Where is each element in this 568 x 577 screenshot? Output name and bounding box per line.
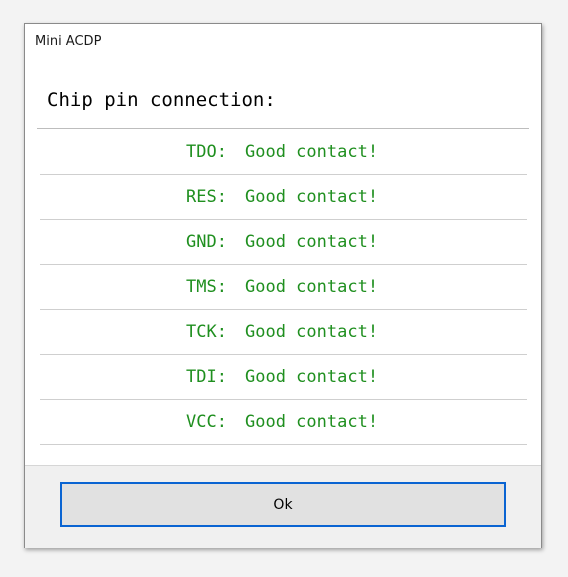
pin-row-tms: TMS: Good contact! xyxy=(40,265,527,310)
pin-status: Good contact! xyxy=(245,322,379,342)
column-divider xyxy=(234,355,236,399)
pin-label: RES: xyxy=(186,187,227,207)
pin-row-tdi: TDI: Good contact! xyxy=(40,355,527,400)
pin-status: Good contact! xyxy=(245,277,379,297)
pin-row-vcc: VCC: Good contact! xyxy=(40,400,527,445)
dialog-window: Mini ACDP Chip pin connection: TDO: Good… xyxy=(24,23,542,548)
pin-row-tdo: TDO: Good contact! xyxy=(40,130,527,175)
pin-status: Good contact! xyxy=(245,367,379,387)
pin-row-tck: TCK: Good contact! xyxy=(40,310,527,355)
column-divider xyxy=(234,400,236,444)
pin-status: Good contact! xyxy=(245,187,379,207)
pin-label: GND: xyxy=(186,232,227,252)
dialog-footer: Ok xyxy=(25,465,541,548)
pin-label: TMS: xyxy=(186,277,227,297)
pin-label: TDI: xyxy=(186,367,227,387)
pin-status: Good contact! xyxy=(245,142,379,162)
ok-button[interactable]: Ok xyxy=(60,482,506,527)
pin-row-gnd: GND: Good contact! xyxy=(40,220,527,265)
window-title: Mini ACDP xyxy=(35,34,102,49)
heading-divider xyxy=(37,128,529,129)
column-divider xyxy=(234,220,236,264)
pin-status-list: TDO: Good contact! RES: Good contact! GN… xyxy=(40,130,527,445)
pin-label: VCC: xyxy=(186,412,227,432)
column-divider xyxy=(234,175,236,219)
pin-label: TDO: xyxy=(186,142,227,162)
pin-label: TCK: xyxy=(186,322,227,342)
column-divider xyxy=(234,265,236,309)
pin-connection-heading: Chip pin connection: xyxy=(47,89,276,111)
pin-row-res: RES: Good contact! xyxy=(40,175,527,220)
column-divider xyxy=(234,130,236,174)
column-divider xyxy=(234,310,236,354)
pin-status: Good contact! xyxy=(245,412,379,432)
pin-status: Good contact! xyxy=(245,232,379,252)
